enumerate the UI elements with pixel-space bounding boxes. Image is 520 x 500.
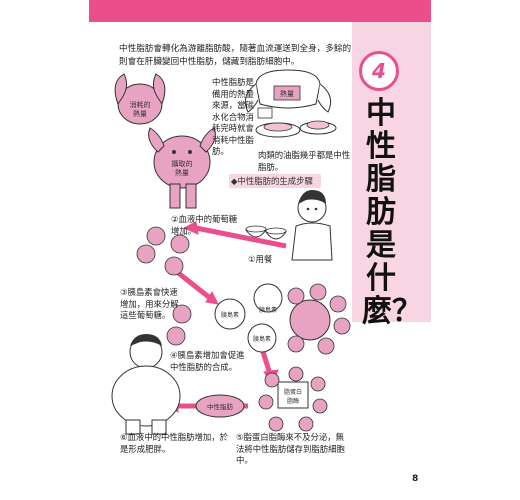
svg-text:脂酶: 脂酶 — [287, 397, 299, 405]
step-5: ⑤脂蛋白脂酶來不及分泌，無法將中性脂肪儲存到脂肪細胞中。 — [236, 432, 345, 465]
meat-dishes-icon — [255, 107, 337, 138]
glucose-molecules-icon — [136, 226, 192, 346]
chapter-number-badge: 4 — [359, 51, 399, 91]
svg-text:攝取的: 攝取的 — [172, 159, 193, 168]
chapter-number: 4 — [372, 59, 386, 83]
step-1: ①用餐 — [248, 254, 273, 264]
page-number: 8 — [412, 474, 419, 484]
insulin-molecules-icon: 胰島素 胰島素 胰島素 — [214, 283, 283, 353]
svg-text:胰島素: 胰島素 — [253, 335, 271, 343]
process-header: ◆中性脂肪的生成步驟 — [229, 174, 321, 188]
obese-man-icon — [111, 334, 181, 435]
svg-text:熱量: 熱量 — [175, 168, 189, 177]
strong-man-icon: 熱量 — [244, 69, 332, 113]
step-6: ⑥血液中的中性脂肪增加，於是形成肥胖。 — [120, 432, 229, 454]
man-eating-icon — [291, 190, 333, 261]
fat-blob-icon: 中性脂肪 — [195, 394, 245, 418]
svg-text:熱量: 熱量 — [280, 89, 294, 98]
muscle-character-icon: 消耗的 熱量 — [114, 73, 166, 125]
svg-text:胰島素: 胰島素 — [221, 311, 239, 319]
svg-text:消耗的: 消耗的 — [130, 100, 151, 109]
lipase-cluster-icon: 脂蛋白 脂酶 — [258, 366, 328, 432]
top-banner — [89, 0, 431, 22]
chapter-title: 中性脂肪是什麼？ — [362, 96, 422, 329]
step-4: ④胰島素增加會促進中性脂肪的合成。 — [170, 350, 245, 372]
svg-text:脂蛋白: 脂蛋白 — [284, 388, 302, 396]
fat-cluster-icon — [287, 283, 351, 355]
rice-bowls-icon — [245, 225, 287, 240]
step-3: ③胰島素會快速增加，用來分解這些葡萄糖。 — [120, 287, 179, 320]
body-character-icon: 攝取的 熱量 — [148, 127, 216, 209]
svg-text:胰島素: 胰島素 — [259, 306, 277, 314]
intro-paragraph: 中性脂肪會轉化為游離脂肪酸，隨著血流運送到全身，多餘的則會在肝臟變回中性脂肪，儲… — [119, 44, 352, 67]
svg-text:熱量: 熱量 — [133, 109, 147, 118]
step-2: ②血液中的葡萄糖增加。 — [171, 214, 238, 236]
energy-note: 中性脂肪是備用的熱量來源，當碳水化合物消耗完時就會消耗中性脂肪。 — [212, 77, 254, 156]
svg-text:中性脂肪: 中性脂肪 — [207, 402, 234, 411]
meat-note: 肉類的油脂幾乎都是中性脂肪。 — [258, 150, 351, 172]
